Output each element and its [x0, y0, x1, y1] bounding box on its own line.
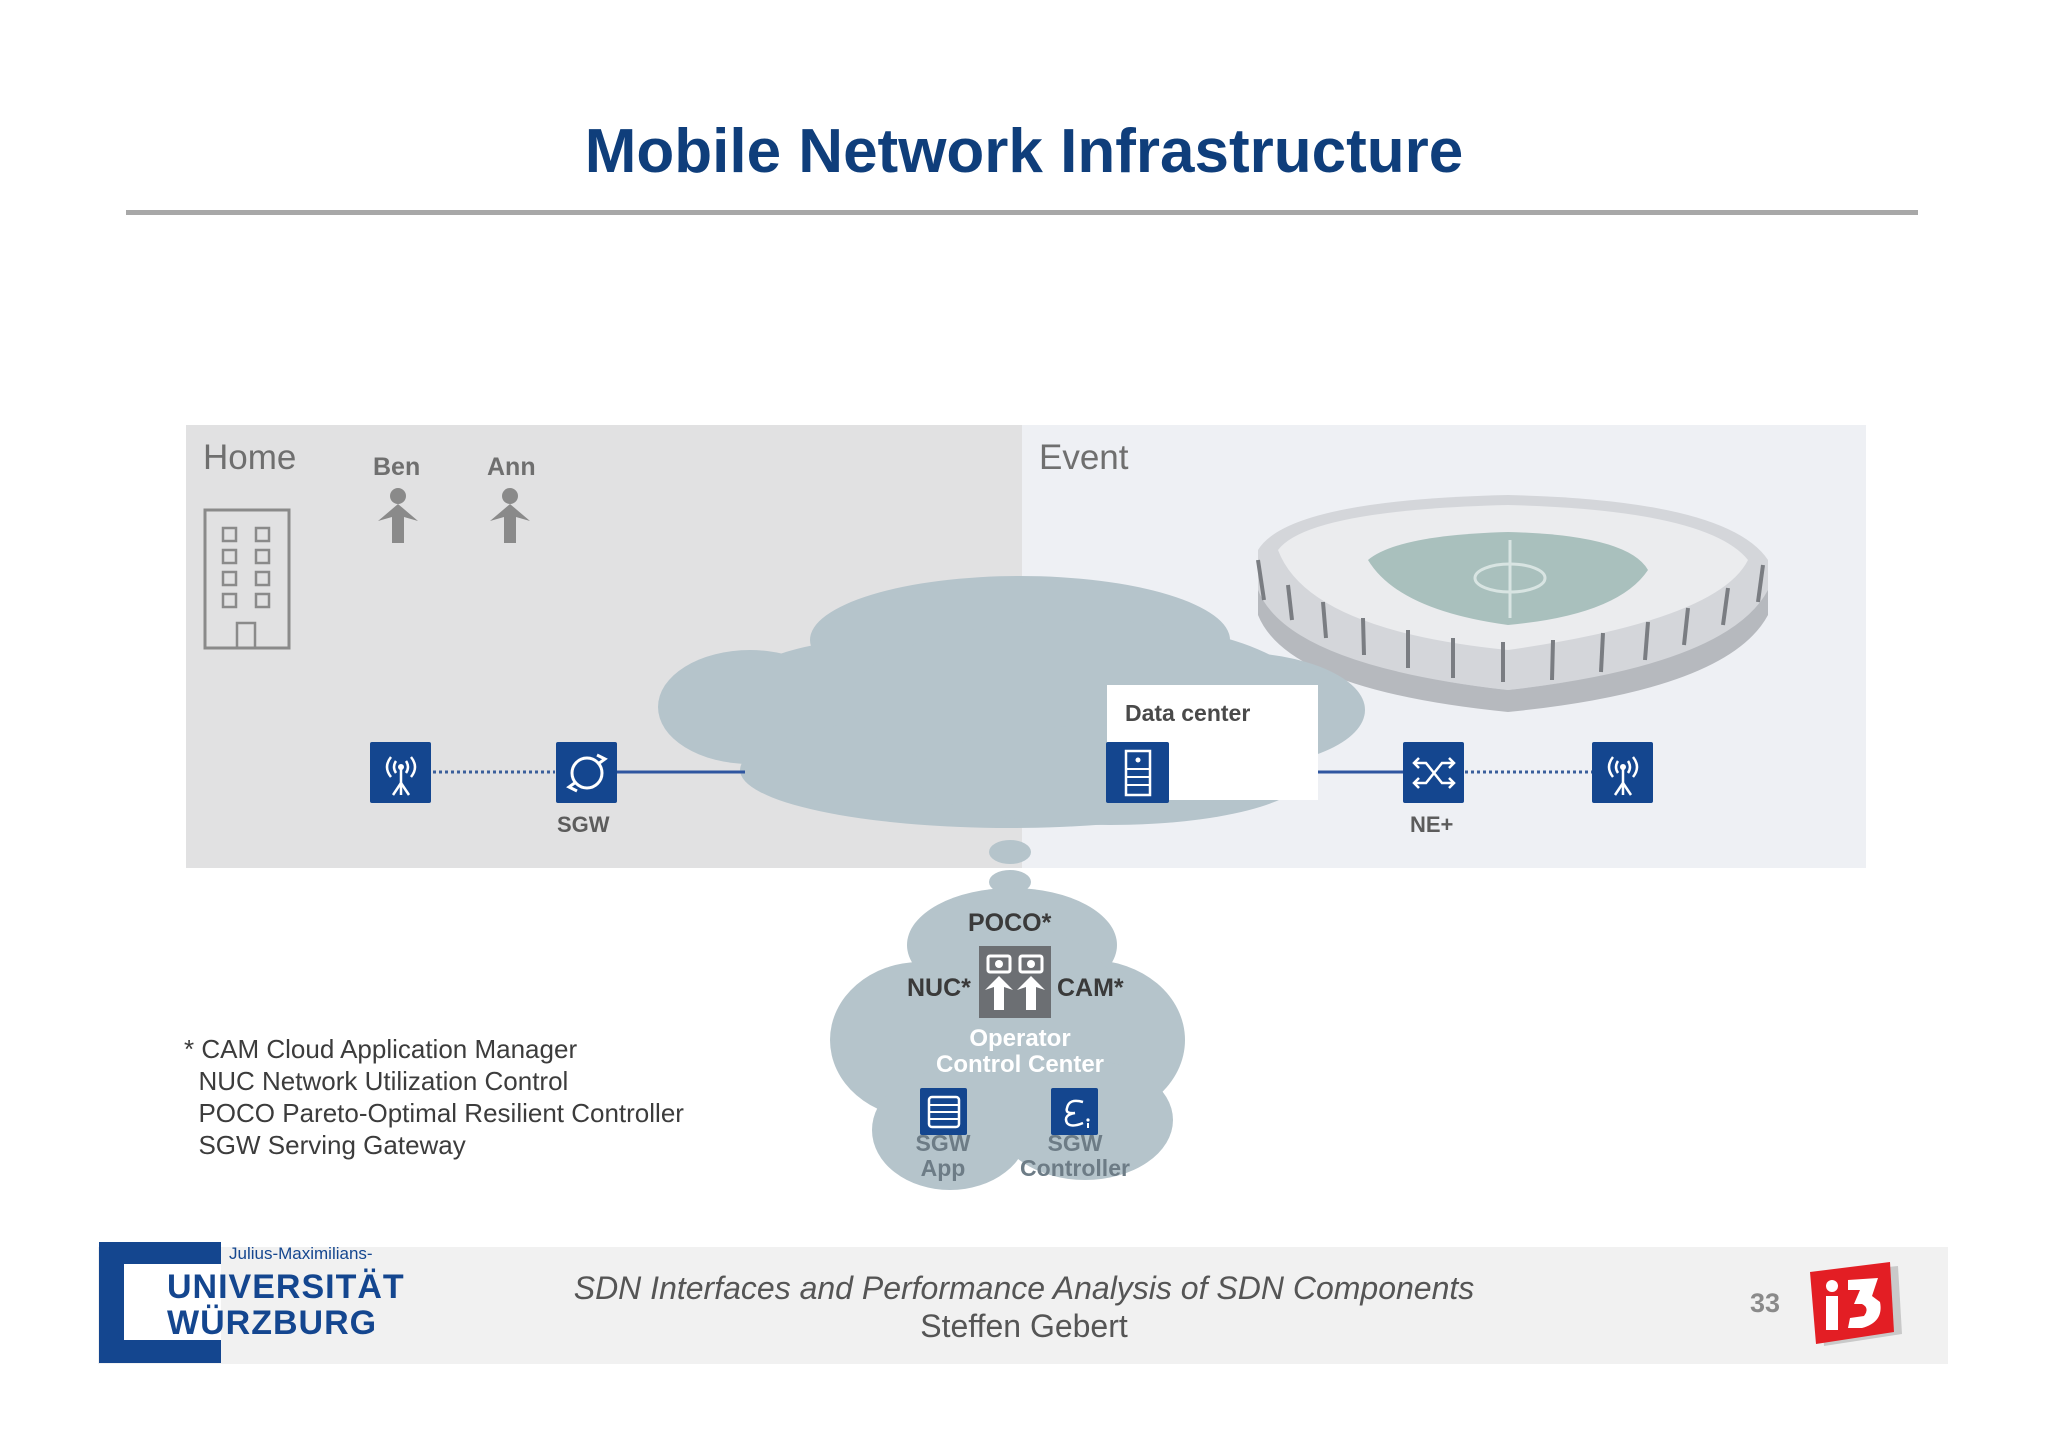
antenna-icon-event: [1592, 742, 1653, 803]
i3-logo: [1806, 1258, 1902, 1350]
ne-plus-label: NE+: [1410, 812, 1454, 837]
sgw-app-label: SGW App: [893, 1131, 993, 1181]
sgw-controller-label: SGW Controller: [1004, 1131, 1146, 1181]
sgw-controller-icon: [1051, 1088, 1098, 1135]
footnote-nuc: NUC Network Utilization Control: [184, 1066, 569, 1096]
university-logo-inner: [124, 1264, 221, 1340]
building-icon: [203, 508, 291, 655]
sgw-label: SGW: [557, 812, 610, 837]
slide-title: Mobile Network Infrastructure: [584, 117, 1464, 186]
person-icon-ben: [374, 487, 422, 550]
poco-label: POCO*: [968, 909, 1052, 937]
university-logo-line1: UNIVERSITÄT: [167, 1268, 405, 1306]
antenna-icon-home: [370, 742, 431, 803]
event-label: Event: [1039, 438, 1129, 477]
footnotes: * CAM Cloud Application Manager NUC Netw…: [184, 1033, 684, 1161]
footer-title: SDN Interfaces and Performance Analysis …: [573, 1270, 1475, 1306]
cam-label: CAM*: [1057, 974, 1124, 1002]
occ-label-line1: Operator: [969, 1025, 1071, 1052]
footnote-cam: * CAM Cloud Application Manager: [184, 1034, 578, 1064]
sgw-icon: [556, 742, 617, 803]
footnote-sgw: SGW Serving Gateway: [184, 1130, 466, 1160]
person-icon-ann: [486, 487, 534, 550]
footer-author: Steffen Gebert: [920, 1308, 1128, 1344]
sgw-app-label-line1: SGW: [915, 1130, 971, 1156]
occ-label-line2: Control Center: [936, 1051, 1104, 1078]
person-label-ann: Ann: [487, 453, 536, 481]
person-label-ben: Ben: [373, 453, 421, 481]
operator-cloud: [830, 888, 1185, 1190]
operators-icon: [979, 946, 1051, 1018]
nuc-label: NUC*: [907, 974, 971, 1002]
sgw-app-icon: [920, 1088, 967, 1135]
footer-bar: [98, 1247, 1948, 1364]
ne-plus-switch-icon: [1403, 742, 1464, 803]
server-icon: [1106, 742, 1169, 803]
sgw-controller-label-line1: SGW: [1047, 1130, 1103, 1156]
data-center-label: Data center: [1125, 700, 1251, 726]
sgw-controller-label-line2: Controller: [1020, 1155, 1130, 1181]
university-logo-line2: WÜRZBURG: [167, 1304, 378, 1342]
operator-control-center-label: Operator Control Center: [900, 1026, 1140, 1078]
sgw-app-label-line2: App: [920, 1155, 966, 1181]
footnote-poco: POCO Pareto-Optimal Resilient Controller: [184, 1098, 684, 1128]
stadium-illustration: [1248, 490, 1778, 720]
title-divider: [126, 210, 1918, 215]
home-label: Home: [203, 438, 297, 477]
page-number: 33: [1750, 1288, 1781, 1318]
university-logo-small-text: Julius-Maximilians-: [229, 1244, 373, 1263]
